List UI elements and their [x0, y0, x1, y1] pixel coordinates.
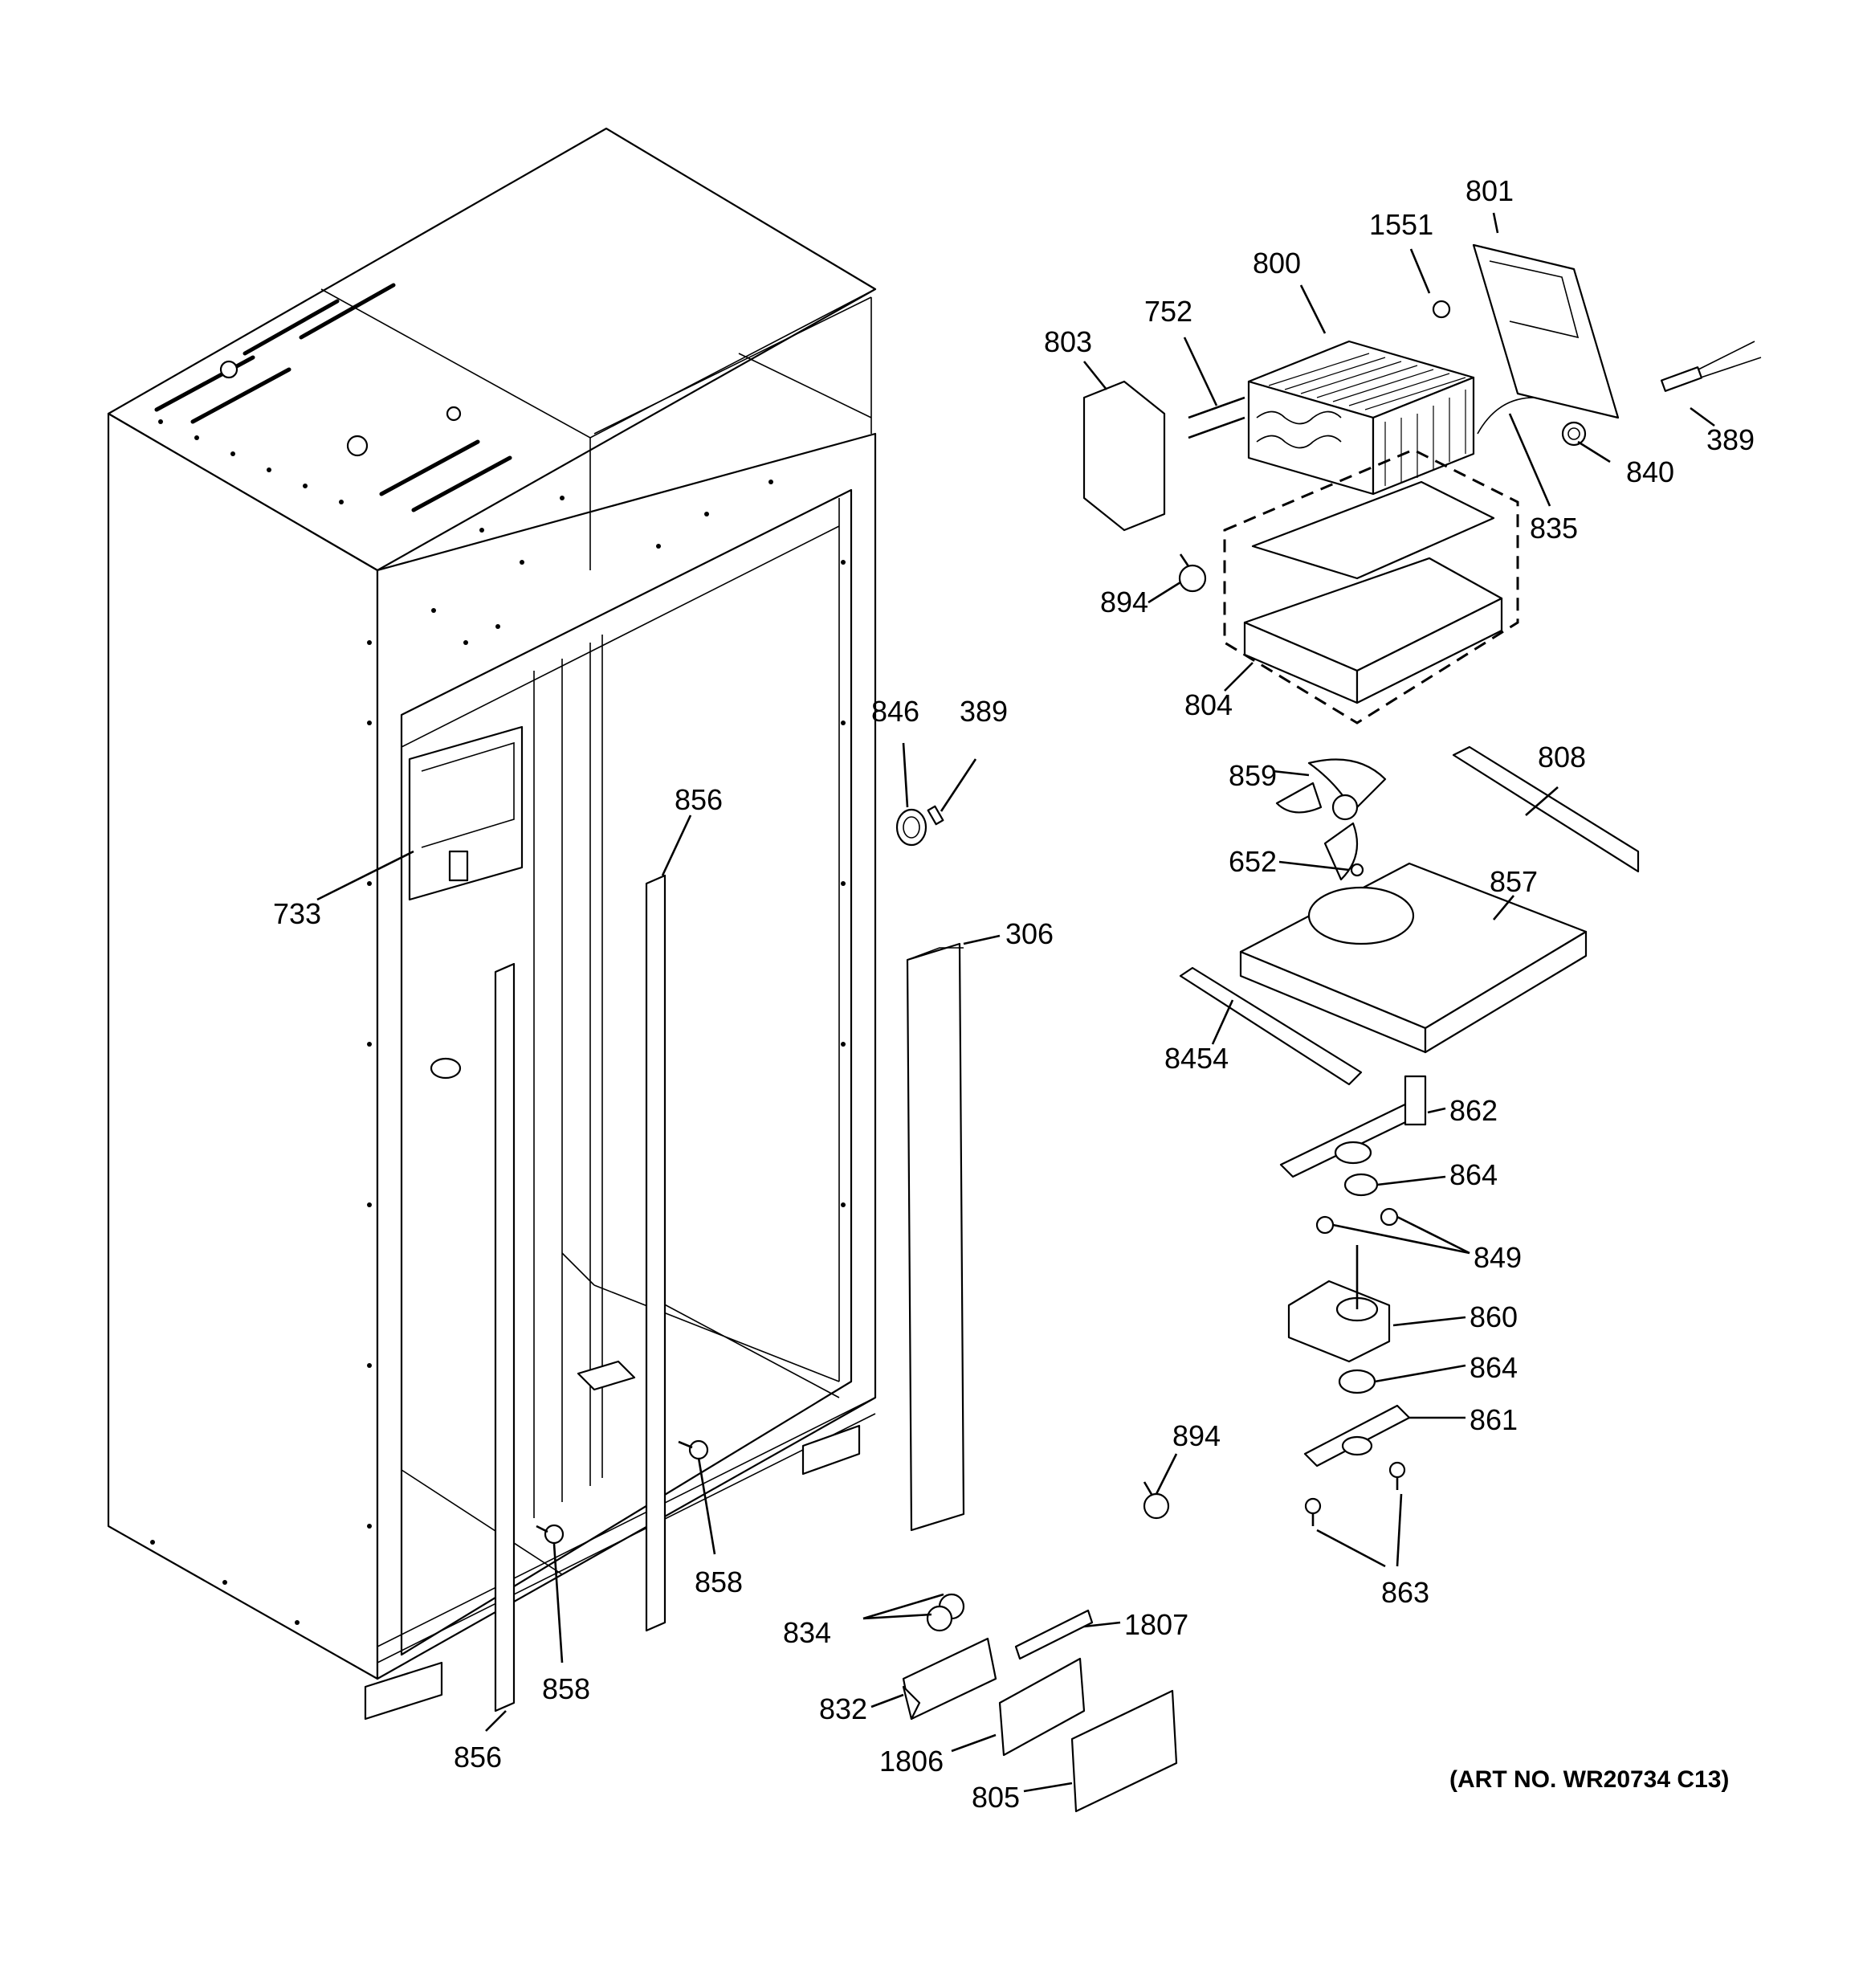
end-cover-icon	[1082, 380, 1166, 532]
callout-801: 801	[1466, 174, 1514, 207]
screw-icon	[536, 1524, 565, 1545]
grommet-icon	[1561, 421, 1587, 447]
callout-846: 846	[871, 695, 919, 728]
lower-bracket-icon	[1303, 1404, 1411, 1468]
motor-bracket-icon	[1279, 1075, 1427, 1178]
callout-1807: 1807	[1124, 1608, 1188, 1641]
nut-icon	[1350, 863, 1364, 877]
mounting-holes	[150, 419, 846, 1625]
callout-805: 805	[972, 1781, 1020, 1814]
trim-strip-right-icon	[645, 874, 667, 1632]
screw-icon	[1432, 300, 1451, 319]
bracket-icon	[902, 1593, 997, 1721]
screw-icon	[1388, 1461, 1406, 1490]
callout-labels: 800 801 1551 752 803 389 840 835 894 804…	[273, 174, 1755, 1814]
callout-389-b: 389	[960, 695, 1008, 728]
heater-rod	[1188, 396, 1245, 419]
thermostat-bezel-icon	[895, 805, 944, 847]
callout-389-a: 389	[1706, 423, 1755, 456]
callout-840: 840	[1626, 455, 1674, 488]
drain-pan-upper-icon	[1251, 480, 1495, 580]
drain-pan-group	[1223, 448, 1519, 725]
screw-icon	[1304, 1497, 1322, 1526]
callout-856-b: 856	[454, 1741, 502, 1774]
callout-859: 859	[1229, 759, 1277, 792]
callout-856-a: 856	[675, 783, 723, 816]
callout-857: 857	[1490, 865, 1538, 898]
callout-733: 733	[273, 897, 321, 930]
callout-858-a: 858	[695, 1565, 743, 1598]
art-number: (ART NO. WR20734 C13)	[1449, 1766, 1729, 1793]
fan-blade-icon	[1275, 758, 1387, 881]
screw-icon	[678, 1439, 709, 1460]
thermostat-icon	[1178, 553, 1207, 593]
mullion-cover-icon	[906, 942, 965, 1532]
thermistor-icon	[1660, 341, 1762, 392]
callout-861: 861	[1470, 1403, 1518, 1436]
callout-835: 835	[1530, 512, 1578, 545]
fan-motor-icon	[1287, 1245, 1391, 1363]
callout-1551: 1551	[1369, 208, 1433, 241]
callout-804: 804	[1184, 688, 1233, 721]
callout-894-b: 894	[1172, 1419, 1221, 1452]
leader-lines	[316, 212, 1715, 1793]
fan-shroud-icon	[1239, 862, 1588, 1054]
callout-864-b: 864	[1470, 1351, 1518, 1384]
callout-752: 752	[1144, 295, 1192, 328]
callout-858-b: 858	[542, 1672, 590, 1705]
heater-rod	[1188, 416, 1245, 439]
callout-808: 808	[1538, 741, 1586, 774]
trim-808-icon	[1452, 745, 1640, 873]
bushing-icon	[1315, 1215, 1335, 1235]
callout-834: 834	[783, 1616, 831, 1649]
callout-652: 652	[1229, 845, 1277, 878]
callout-8454: 8454	[1164, 1042, 1229, 1075]
callout-832: 832	[819, 1692, 867, 1725]
thermostat-icon	[1143, 1481, 1170, 1520]
cover-1806-icon	[998, 1657, 1086, 1757]
foam-strip-icon	[1179, 966, 1363, 1086]
callout-894-a: 894	[1100, 586, 1148, 618]
grommet-icon	[1343, 1173, 1379, 1197]
callout-864-a: 864	[1449, 1158, 1498, 1191]
callout-1806: 1806	[879, 1745, 944, 1778]
callout-860: 860	[1470, 1300, 1518, 1333]
callout-803: 803	[1044, 325, 1092, 358]
grille-805-icon	[1070, 1689, 1178, 1813]
tube-icon	[1477, 397, 1535, 435]
callout-306: 306	[1005, 917, 1054, 950]
shield-1807-icon	[1014, 1609, 1094, 1660]
bushing-icon	[1380, 1207, 1399, 1227]
cover-panel-icon	[1472, 243, 1620, 419]
trim-strip-left-icon	[494, 962, 516, 1712]
cabinet-case-icon	[107, 127, 877, 1721]
callout-849: 849	[1474, 1241, 1522, 1274]
callout-863: 863	[1381, 1576, 1429, 1609]
callout-862: 862	[1449, 1094, 1498, 1127]
evaporator-coil-icon	[1247, 340, 1475, 496]
grommet-icon	[1338, 1369, 1376, 1394]
callout-800: 800	[1253, 247, 1301, 280]
